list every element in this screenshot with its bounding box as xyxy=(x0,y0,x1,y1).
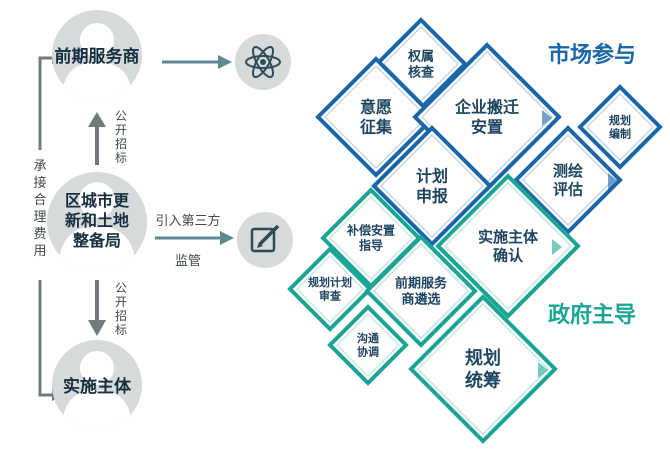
market-section-title: 市场参与 xyxy=(548,42,636,68)
diamond-label: 企业搬迁 xyxy=(454,98,519,117)
implementer-label: 实施主体 xyxy=(63,376,132,397)
label-char: 标 xyxy=(115,151,127,165)
accent-triangle xyxy=(552,239,562,255)
diamond-label: 前期服务 xyxy=(395,275,448,291)
diamond-label: 协调 xyxy=(357,345,379,359)
diamond-label: 编制 xyxy=(609,127,631,141)
person-icon xyxy=(62,351,132,430)
person-icon xyxy=(62,23,132,100)
accent-triangle xyxy=(608,173,618,189)
diamond-label: 测绘 xyxy=(553,162,583,180)
third-party-label: 引入第三方 xyxy=(155,213,220,229)
supervision-label: 监管 xyxy=(175,254,201,269)
bureau-label-line-3: 整备局 xyxy=(72,231,121,250)
label-char: 招 xyxy=(115,309,127,323)
upper-arrow xyxy=(88,112,106,165)
diamond-label: 核查 xyxy=(408,65,435,81)
middle-right-arrow xyxy=(155,231,234,245)
lower-arrow xyxy=(88,280,106,336)
label-char: 理 xyxy=(33,210,46,225)
implementer-node: 实施主体 xyxy=(52,340,142,430)
edit-icon xyxy=(237,212,293,268)
bureau-node: 区城市更 新和土地 整备局 xyxy=(47,172,147,272)
label-char: 费 xyxy=(33,227,46,242)
diamond-label: 安置 xyxy=(471,118,503,137)
label-char: 标 xyxy=(115,323,127,337)
person-icon xyxy=(58,182,136,272)
label-char: 招 xyxy=(115,137,127,151)
diamond-label: 指导 xyxy=(359,238,383,253)
service-provider-node: 前期服务商 xyxy=(52,10,142,100)
label-char: 用 xyxy=(33,244,46,259)
diamond-label: 申报 xyxy=(416,187,448,206)
diamond-label: 沟通 xyxy=(357,331,379,345)
diamond-label: 统筹 xyxy=(465,370,501,392)
label-char: 开 xyxy=(115,295,127,309)
government-section-title: 政府主导 xyxy=(548,302,636,328)
label-char: 合 xyxy=(33,193,46,208)
label-char: 公 xyxy=(115,109,127,123)
accent-triangle xyxy=(538,362,548,378)
diamond-label: 审查 xyxy=(319,289,341,303)
label-char: 公 xyxy=(115,281,127,295)
bureau-label-line-1: 区城市更 xyxy=(65,191,130,210)
diamond-label: 征集 xyxy=(360,118,393,137)
diamond-label: 规划 xyxy=(465,347,501,369)
service-provider-label: 前期服务商 xyxy=(55,46,140,67)
top-right-arrow xyxy=(162,55,232,69)
diamond-label: 权属 xyxy=(407,48,434,64)
bureau-label-line-2: 新和土地 xyxy=(65,211,129,230)
diamond-label: 补偿安置 xyxy=(346,223,395,238)
label-char: 接 xyxy=(33,175,46,191)
diamond-label: 意愿 xyxy=(360,98,392,117)
diamond-label: 评估 xyxy=(553,181,583,199)
process-diamonds: 权属核查意愿征集企业搬迁安置规划编制测绘评估计划申报补偿安置指导实施主体确认规划… xyxy=(287,17,663,444)
label-char: 开 xyxy=(115,123,127,137)
atom-icon xyxy=(235,34,291,90)
diamond-label: 商遴选 xyxy=(401,292,440,308)
diamond-label: 规划 xyxy=(609,113,631,127)
diamond-label: 实施主体 xyxy=(478,228,539,246)
diamond-label: 规划计划 xyxy=(308,275,352,289)
diamond-label: 计划 xyxy=(416,167,448,186)
accent-triangle xyxy=(542,110,552,126)
label-char: 承 xyxy=(33,159,46,174)
diamond-label: 确认 xyxy=(493,247,524,265)
